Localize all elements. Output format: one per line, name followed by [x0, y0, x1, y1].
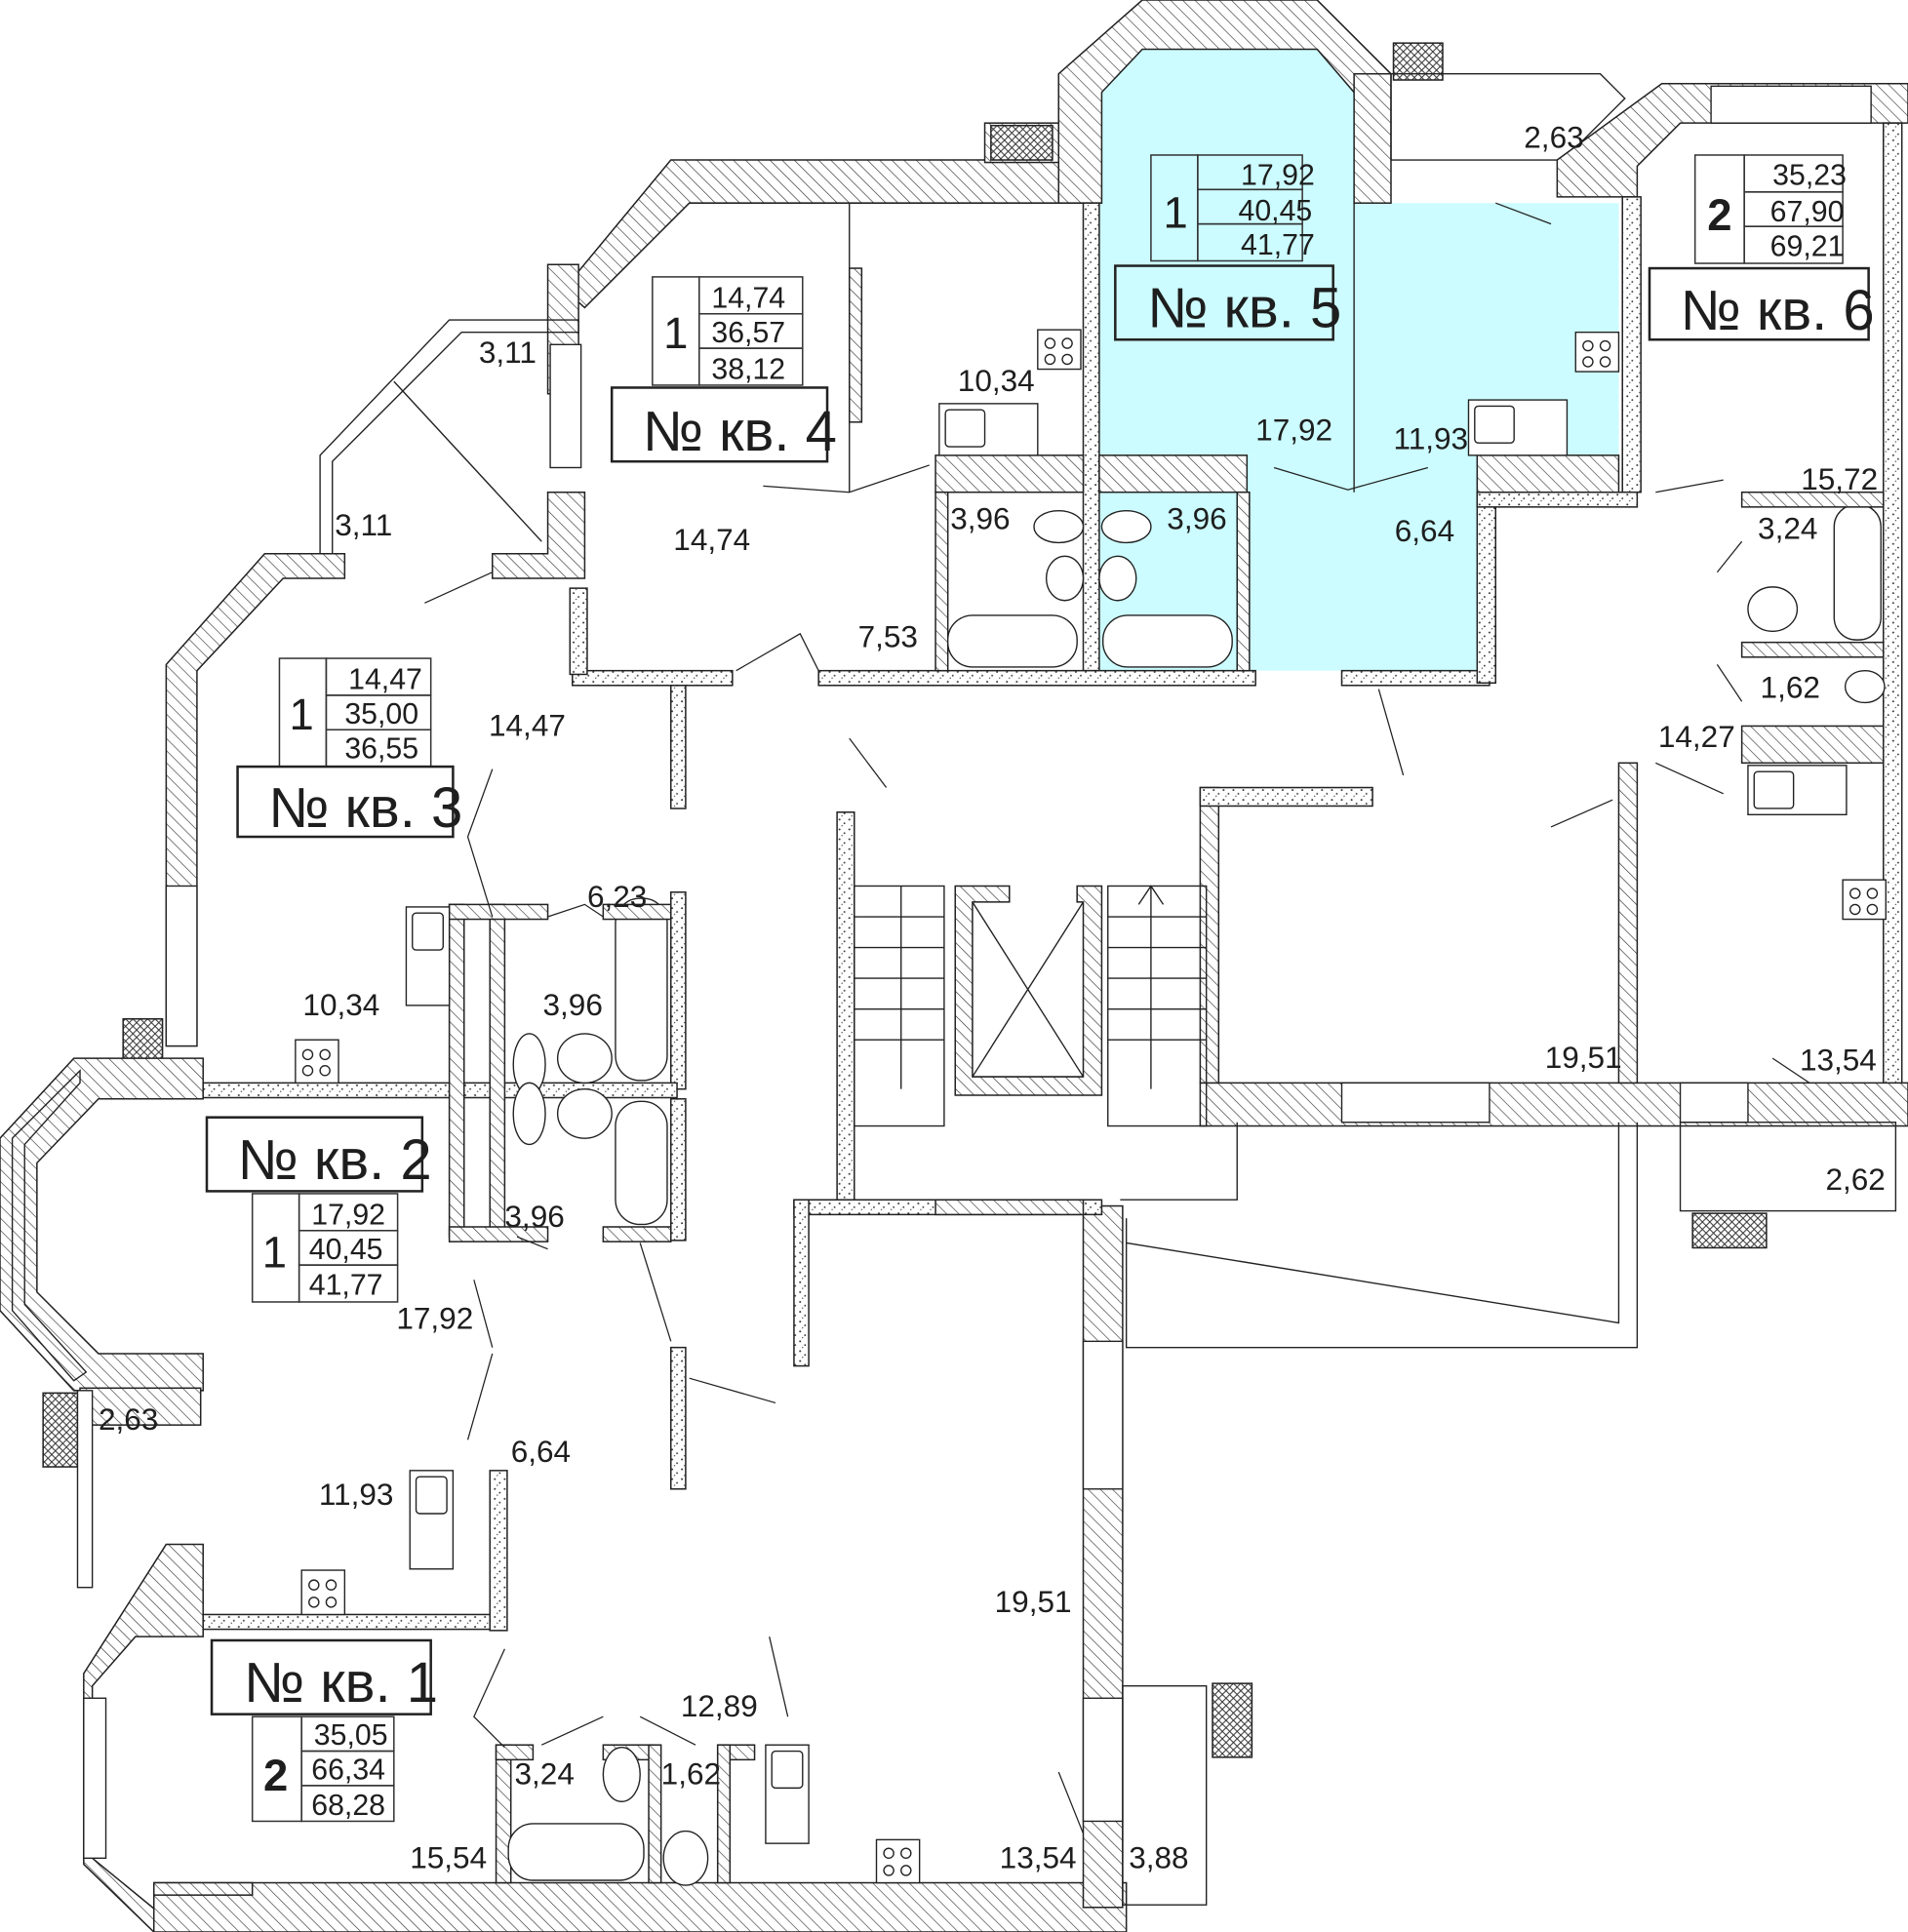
stove-icon: [1842, 879, 1887, 921]
sink-icon: [938, 403, 1039, 456]
apartment-2-info[interactable]: № кв. 2 1 17,92 40,45 41,77: [205, 1116, 432, 1303]
area-apt4-balcony-a: 3,11: [479, 335, 537, 370]
apartment-3-info[interactable]: 1 14,47 35,00 36,55 № кв. 3: [236, 657, 463, 840]
apt2-label: № кв. 2: [238, 1128, 432, 1192]
area-apt3-hall: 6,23: [587, 879, 647, 914]
apt6-living-area: 35,23: [1772, 159, 1847, 191]
apartment-6-info[interactable]: 2 35,23 67,90 69,21 № кв. 6: [1648, 154, 1875, 342]
area-apt1-balcony: 3,88: [1129, 1839, 1188, 1874]
apt3-living-area: 14,47: [348, 664, 422, 696]
apt1-total-balcony: 68,28: [311, 1790, 385, 1822]
area-apt6-room-a: 15,72: [1801, 461, 1878, 496]
area-apt4-kitchen: 10,34: [958, 363, 1035, 398]
area-apt6-hall: 14,27: [1658, 719, 1735, 754]
apt6-label: № кв. 6: [1681, 279, 1875, 342]
apt4-rooms: 1: [663, 308, 688, 358]
apt3-total-balcony: 36,55: [344, 732, 418, 765]
area-apt4-balcony-b: 3,11: [335, 507, 392, 542]
area-apt5-hall: 6,64: [1395, 513, 1454, 548]
apt5-label: № кв. 5: [1147, 277, 1341, 340]
apt4-living-area: 14,74: [711, 282, 785, 314]
interior-walls: [202, 202, 1639, 1632]
door-swings: [424, 202, 1810, 1834]
area-apt1-hall: 12,89: [681, 1688, 758, 1723]
stove-icon: [295, 1039, 339, 1084]
area-apt5-kitchen: 11,93: [1394, 421, 1469, 456]
apt5-total-area: 40,45: [1239, 195, 1313, 227]
area-apt2-bath: 3,96: [504, 1199, 564, 1234]
apartment-4-info[interactable]: 1 14,74 36,57 38,12 № кв. 4: [610, 276, 837, 463]
area-apt2-living: 17,92: [396, 1301, 473, 1336]
area-apt6-room-b: 19,51: [1545, 1040, 1622, 1075]
apt5-rooms: 1: [1164, 187, 1188, 237]
apartment-1-info[interactable]: № кв. 1 2 35,05 66,34 68,28: [210, 1638, 438, 1823]
apt3-rooms: 1: [290, 690, 314, 739]
sink-icon: [1747, 765, 1848, 815]
apt2-living-area: 17,92: [311, 1199, 385, 1231]
kitchen-fixtures: [295, 329, 1887, 1884]
area-apt2-kitchen: 11,93: [319, 1477, 394, 1512]
bathroom-fixtures: [448, 454, 1886, 1886]
stair-elevator-core: [854, 885, 1208, 1127]
sink-icon: [765, 1744, 810, 1844]
sink-icon: [409, 1470, 455, 1570]
area-apt5-balcony: 2,63: [1524, 119, 1583, 154]
apt2-total-area: 40,45: [309, 1234, 383, 1266]
stove-icon: [875, 1838, 921, 1884]
area-apt1-room-b: 15,54: [410, 1839, 487, 1874]
apt1-total-area: 66,34: [311, 1755, 385, 1787]
apt4-total-balcony: 38,12: [711, 354, 785, 386]
area-apt5-living: 17,92: [1255, 413, 1332, 448]
area-apt1-bath: 3,24: [514, 1756, 574, 1792]
area-apt6-balcony: 2,62: [1825, 1162, 1885, 1197]
area-apt2-hall: 6,64: [511, 1434, 571, 1469]
area-apt5-bath: 3,96: [1167, 501, 1226, 536]
apt1-living-area: 35,05: [314, 1719, 388, 1752]
apartment-5-info[interactable]: 1 17,92 40,45 41,77 № кв. 5: [1114, 154, 1341, 341]
apt6-rooms: 2: [1707, 190, 1731, 240]
area-apt4-living: 14,74: [673, 522, 750, 557]
area-apt4-hall: 7,53: [858, 619, 918, 654]
area-apt3-kitchen: 10,34: [302, 987, 379, 1022]
area-apt6-wc: 1,62: [1761, 669, 1820, 704]
apt4-label: № кв. 4: [643, 400, 837, 463]
apt3-total-area: 35,00: [344, 698, 418, 730]
sink-icon: [405, 906, 451, 1006]
apt6-total-balcony: 69,21: [1770, 230, 1845, 262]
area-apt6-bath: 3,24: [1758, 511, 1817, 546]
area-apt2-balcony: 2,63: [99, 1401, 158, 1437]
area-apt1-wc: 1,62: [661, 1756, 721, 1792]
area-apt1-kitchen: 13,54: [1000, 1839, 1077, 1874]
stove-icon: [1574, 331, 1620, 373]
apt4-total-area: 36,57: [711, 317, 785, 349]
area-apt6-kitchen: 13,54: [1800, 1043, 1877, 1078]
apt1-rooms: 2: [263, 1751, 288, 1800]
area-apt4-bath: 3,96: [950, 501, 1010, 536]
area-apt1-room-a: 19,51: [995, 1584, 1072, 1619]
stove-icon: [300, 1569, 346, 1616]
stove-icon: [1037, 329, 1082, 371]
terrace-outline: [1120, 1122, 1639, 1349]
apt5-living-area: 17,92: [1241, 159, 1315, 191]
apt6-total-area: 67,90: [1770, 196, 1845, 228]
area-apt3-bath: 3,96: [543, 987, 603, 1022]
apt1-label: № кв. 1: [244, 1651, 438, 1715]
apt2-rooms: 1: [262, 1228, 287, 1278]
apt2-total-balcony: 41,77: [309, 1269, 383, 1301]
apt3-label: № кв. 3: [268, 776, 462, 840]
sink-icon: [1467, 399, 1569, 456]
area-apt3-living: 14,47: [489, 708, 566, 743]
room-area-labels: 2,63 17,92 11,93 3,96 6,64 10,34 14,74 3…: [99, 119, 1886, 1874]
apt5-total-balcony: 41,77: [1241, 229, 1315, 261]
